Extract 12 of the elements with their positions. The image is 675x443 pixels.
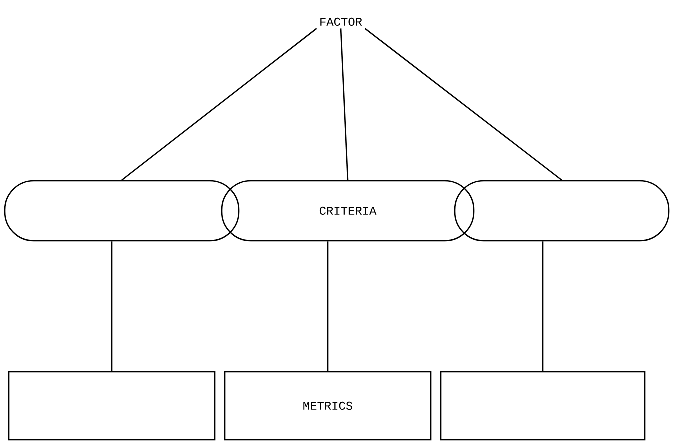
label-text: FACTOR	[320, 18, 362, 26]
connector-line	[327, 242, 329, 372]
rectangle-box	[440, 371, 646, 441]
capsule-shape	[4, 180, 240, 242]
connector-line	[340, 28, 349, 180]
rectangle-box: METRICS	[224, 371, 432, 441]
capsule-shape	[454, 180, 670, 242]
connector-line	[122, 28, 318, 181]
connector-line	[542, 242, 544, 372]
connector-line	[364, 28, 562, 181]
connector-line	[111, 242, 113, 372]
rectangle-box	[8, 371, 216, 441]
